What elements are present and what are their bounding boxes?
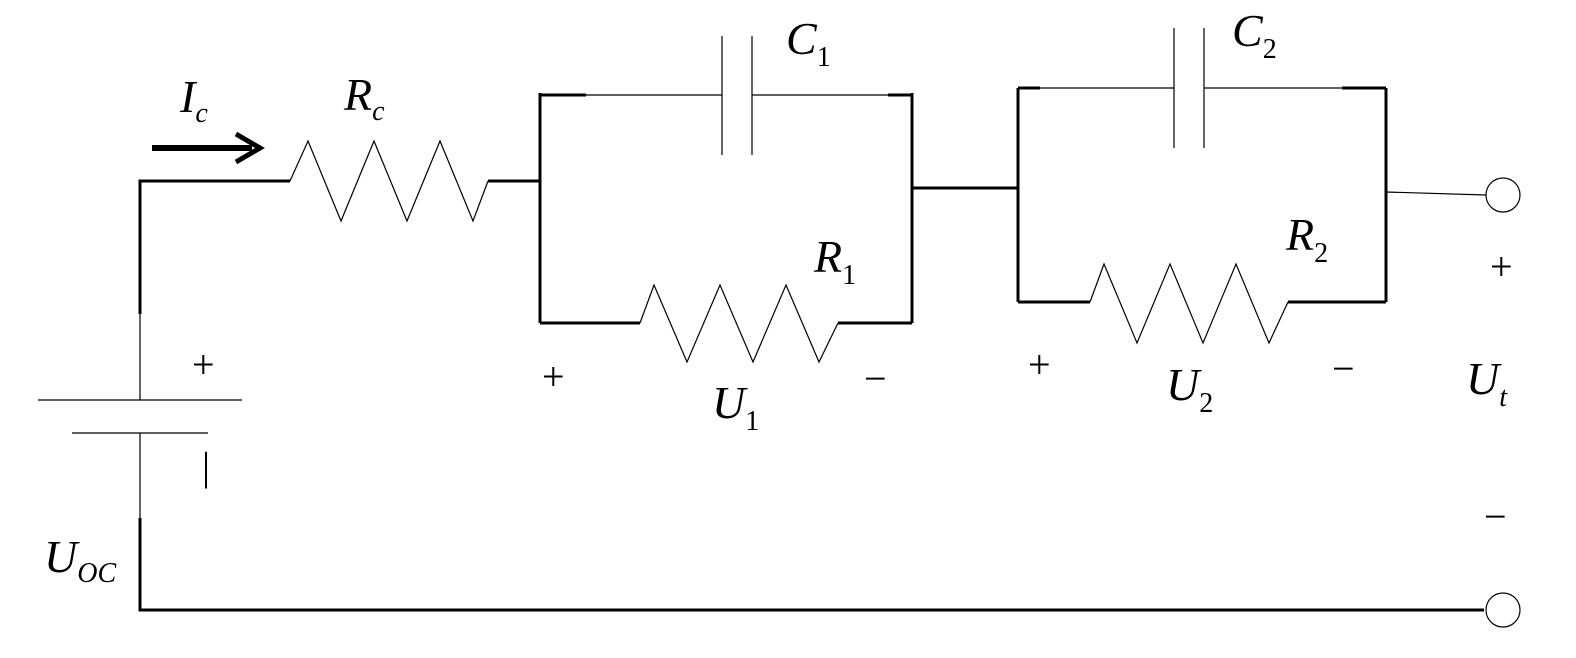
wire-bottom-return — [138, 518, 1484, 612]
label-resistor-2: R2 — [1285, 209, 1328, 269]
label-resistor-1: R1 — [813, 231, 856, 291]
u2-minus-sign: − — [1332, 346, 1355, 391]
label-open-circuit-voltage: UOC — [44, 531, 116, 589]
rc-block-2 — [1016, 28, 1388, 345]
source-minus-sign: | — [202, 444, 210, 489]
source-plus-sign: + — [192, 342, 215, 387]
wire-source-to-rc — [138, 179, 290, 314]
voltage-source — [38, 314, 242, 518]
ut-plus-sign: + — [1490, 244, 1513, 289]
capacitor-c2 — [1173, 28, 1205, 148]
wire-to-positive-terminal — [1385, 191, 1487, 196]
label-voltage-2: U2 — [1166, 359, 1213, 419]
rc-block-1 — [538, 36, 914, 364]
label-current: Ic — [179, 71, 208, 129]
label-capacitor-2: C2 — [1232, 5, 1277, 65]
label-terminal-voltage: Ut — [1466, 353, 1508, 413]
series-resistor-rc — [289, 139, 489, 223]
resistor-r2 — [1089, 262, 1289, 345]
label-capacitor-1: C1 — [786, 13, 831, 73]
capacitor-c1 — [721, 36, 753, 155]
label-series-resistor: Rc — [343, 69, 385, 127]
u1-plus-sign: + — [542, 354, 565, 399]
current-arrow-icon — [152, 131, 265, 165]
positive-terminal — [1485, 177, 1521, 213]
u2-plus-sign: + — [1028, 342, 1051, 387]
u1-minus-sign: − — [864, 356, 887, 401]
ut-minus-sign: − — [1484, 494, 1507, 539]
label-voltage-1: U1 — [712, 377, 759, 437]
negative-terminal — [1485, 592, 1521, 628]
resistor-r1 — [639, 283, 839, 364]
wires — [138, 179, 1487, 612]
